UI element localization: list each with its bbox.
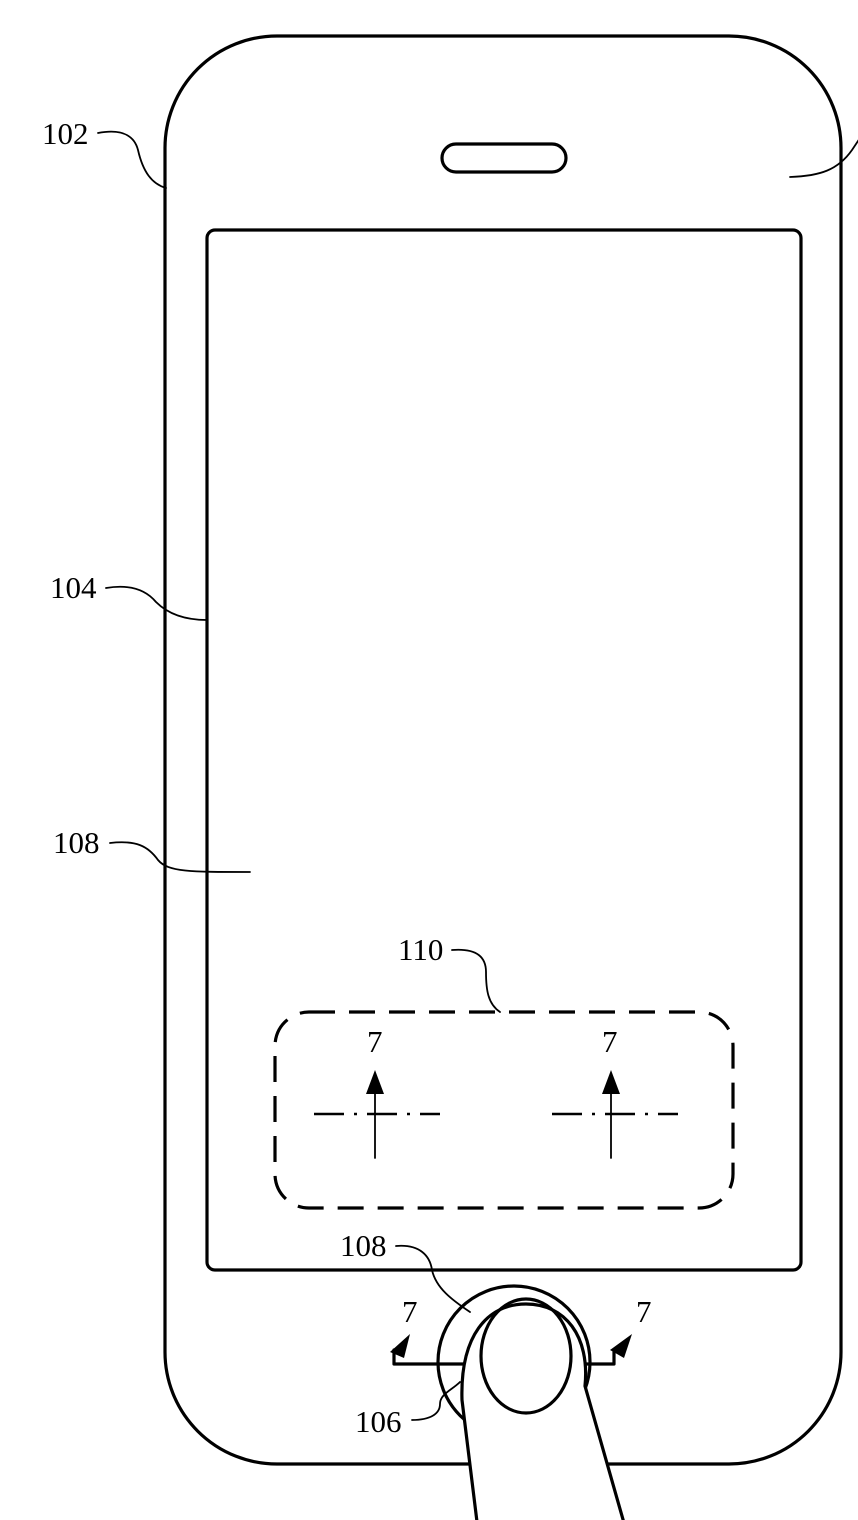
leader-right-edge [789,139,858,178]
leader-106 [411,1381,461,1421]
leader-108-left [109,841,251,873]
label-104: 104 [50,570,97,605]
section-label-a: 7 [367,1024,383,1059]
section-arrow-bottom-right-head [610,1334,632,1358]
section-arrow-bottom-left-head [390,1334,410,1358]
section-arrow-right-head [602,1070,620,1094]
leader-102 [97,130,167,189]
leader-104 [105,585,208,621]
fingernail [479,1297,573,1415]
speaker-slot [440,142,568,174]
finger [460,1302,625,1520]
label-102: 102 [42,116,89,151]
sensing-region-outline [273,1010,735,1210]
label-106: 106 [355,1404,402,1439]
label-110: 110 [398,932,443,967]
section-label-c: 7 [402,1294,418,1329]
phone-housing [163,34,843,1466]
leader-108-bottom [395,1244,471,1313]
leader-110 [451,948,501,1013]
label-108-left: 108 [53,825,100,860]
section-label-d: 7 [636,1294,652,1329]
display-screen [205,228,803,1272]
label-108-bottom: 108 [340,1228,387,1263]
section-label-b: 7 [602,1024,618,1059]
section-arrow-left-head [366,1070,384,1094]
